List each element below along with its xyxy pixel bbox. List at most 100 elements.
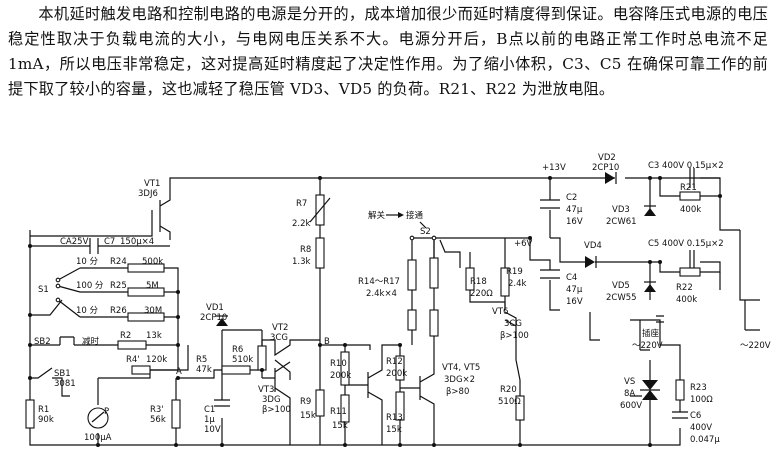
svg-text:β>100: β>100	[262, 405, 291, 415]
svg-text:A: A	[176, 367, 182, 377]
zener-vd5: VD5 2CW55	[606, 281, 656, 303]
svg-text:SB1: SB1	[54, 369, 71, 379]
transistor-vt2: VT2 3CG	[270, 323, 288, 343]
svg-text:220Ω: 220Ω	[470, 289, 493, 299]
resistor-r25: 100 分 R25 5M	[76, 281, 165, 297]
svg-text:10V: 10V	[204, 425, 221, 435]
svg-text:R22: R22	[676, 283, 693, 293]
svg-text:2CW55: 2CW55	[606, 293, 637, 303]
svg-text:VD2: VD2	[598, 153, 616, 163]
component-ca25v: CA25V C7 150μ×4	[60, 237, 154, 247]
svg-text:插座: 插座	[642, 328, 660, 339]
svg-text:R10: R10	[330, 359, 347, 369]
zener-vd3: VD3 2CW61	[606, 205, 656, 227]
svg-text:1.3k: 1.3k	[292, 257, 311, 267]
svg-text:R23: R23	[690, 383, 707, 393]
svg-text:P: P	[104, 407, 109, 417]
svg-text:C5 400V 0.15μ×2: C5 400V 0.15μ×2	[648, 239, 724, 249]
svg-text:VT3: VT3	[258, 385, 274, 395]
svg-text:S1: S1	[38, 285, 49, 295]
svg-text:3DJ6: 3DJ6	[138, 189, 158, 199]
resistor-r19: R19 2.4k	[500, 267, 527, 297]
transistor-vt6: VT6 3CG β>100	[492, 307, 529, 341]
svg-text:47μ: 47μ	[566, 205, 583, 215]
svg-text:～220V: ～220V	[740, 341, 771, 351]
svg-text:0.047μ: 0.047μ	[690, 435, 720, 445]
svg-text:R2: R2	[120, 331, 131, 341]
svg-text:3CG: 3CG	[504, 319, 522, 329]
svg-text:16V: 16V	[566, 217, 583, 227]
resistor-r24: 10 分 R24 500k	[76, 257, 165, 273]
svg-text:VD1: VD1	[206, 303, 224, 313]
svg-text:600V: 600V	[620, 401, 642, 411]
svg-text:VS: VS	[624, 377, 635, 387]
svg-text:2CW61: 2CW61	[606, 217, 637, 227]
svg-text:R8: R8	[300, 245, 311, 255]
diode-vd2: VD2 2CP10	[592, 153, 619, 184]
resistor-r21: R21 400k	[679, 183, 701, 215]
svg-text:R11: R11	[330, 407, 347, 417]
socket: 插座 ～220V	[632, 315, 664, 351]
svg-text:R26: R26	[110, 306, 127, 316]
svg-text:400V: 400V	[690, 423, 712, 433]
junction-dots	[28, 176, 722, 447]
svg-text:+13V: +13V	[542, 163, 566, 173]
svg-text:R7: R7	[296, 199, 307, 209]
resistor-r4: R4' 120k	[126, 355, 167, 375]
svg-text:R5: R5	[196, 355, 207, 365]
svg-text:R21: R21	[680, 183, 697, 193]
transistor-vt4-vt5: VT4, VT5 3DG×2 β>80	[442, 363, 480, 397]
svg-text:VD3: VD3	[612, 205, 630, 215]
resistor-r26: 10 分 R26 30M	[76, 306, 165, 322]
svg-text:R13: R13	[386, 413, 403, 423]
resistor-r3: R3' 56k	[150, 399, 181, 429]
svg-text:100Ω: 100Ω	[690, 395, 713, 405]
svg-text:16V: 16V	[566, 297, 583, 307]
resistor-r5: R5 47k	[196, 355, 251, 375]
svg-text:R6: R6	[232, 345, 243, 355]
svg-text:400k: 400k	[680, 205, 701, 215]
svg-text:90k: 90k	[38, 415, 54, 425]
svg-text:2.4k×4: 2.4k×4	[366, 289, 397, 299]
resistor-r14-r17: R14～R17 2.4k×4	[358, 257, 439, 337]
resistor-r22: R22 400k	[676, 267, 701, 305]
description-text: 本机延时触发电路和控制电路的电源是分开的，成本增加很少而延时精度得到保证。电容降…	[8, 5, 768, 98]
supply-13v: +13V	[542, 163, 566, 173]
resistor-r2: R2 13k	[117, 331, 162, 350]
svg-text:R24: R24	[110, 257, 127, 267]
svg-text:3CG: 3CG	[270, 333, 288, 343]
svg-text:R25: R25	[110, 281, 127, 291]
svg-text:VT1: VT1	[144, 179, 160, 189]
svg-text:VT4, VT5: VT4, VT5	[442, 363, 480, 373]
switch-s1: S1	[38, 277, 61, 303]
svg-text:2.4k: 2.4k	[508, 279, 527, 289]
svg-text:15k: 15k	[386, 425, 402, 435]
svg-text:R4': R4'	[126, 355, 140, 365]
svg-text:100μA: 100μA	[84, 433, 112, 443]
resistor-r1: R1 90k	[25, 399, 54, 429]
svg-text:510k: 510k	[232, 355, 253, 365]
svg-text:C4: C4	[566, 273, 577, 283]
svg-text:R20: R20	[500, 385, 517, 395]
svg-text:1μ: 1μ	[204, 415, 215, 425]
capacitor-c1: C1 1μ 10V	[204, 399, 230, 435]
svg-text:3DG: 3DG	[262, 395, 281, 405]
svg-text:500k: 500k	[142, 257, 163, 267]
transistor-vt3: VT3 3DG β>100	[258, 385, 291, 415]
capacitor-c5: C5 400V 0.15μ×2	[648, 239, 724, 249]
button-sb2: SB2 减时	[34, 336, 100, 347]
description-paragraph: 本机延时触发电路和控制电路的电源是分开的，成本增加很少而延时精度得到保证。电容降…	[8, 2, 768, 102]
svg-text:VD5: VD5	[612, 281, 630, 291]
svg-text:B: B	[324, 337, 330, 347]
svg-text:VT2: VT2	[272, 323, 288, 333]
svg-text:R1: R1	[38, 405, 49, 415]
resistor-r12: R12 200k	[386, 355, 407, 381]
capacitor-c6: C6 400V 0.047μ	[672, 411, 720, 445]
svg-text:～220V: ～220V	[632, 341, 663, 351]
svg-text:+6V: +6V	[514, 239, 533, 249]
svg-text:R12: R12	[386, 357, 403, 367]
svg-text:C3 400V 0.15μ×2: C3 400V 0.15μ×2	[648, 161, 724, 171]
svg-text:8A: 8A	[624, 389, 635, 399]
resistor-r11: R11 15k	[330, 394, 350, 431]
